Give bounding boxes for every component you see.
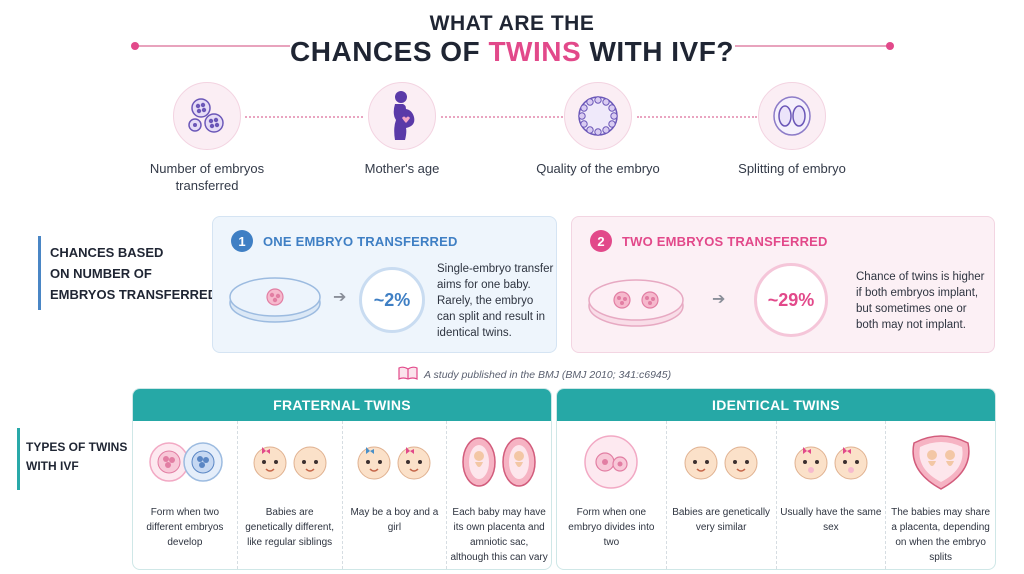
- fact-text: Babies are genetically different, like r…: [245, 507, 334, 548]
- boy-and-girl-icon: [343, 429, 447, 495]
- panel-title: IDENTICAL TWINS: [557, 389, 995, 421]
- fact-text: The babies may share a placenta, dependi…: [891, 507, 991, 563]
- fraternal-twins-panel: FRATERNAL TWINS Form when two different …: [132, 388, 552, 570]
- panel-title: FRATERNAL TWINS: [133, 389, 551, 421]
- card-title: TWO EMBRYOS TRANSFERRED: [622, 233, 828, 249]
- factor-connector: [441, 116, 563, 118]
- two-embryos-icon: [133, 429, 237, 495]
- factor-mothers-age: Mother's age: [327, 82, 477, 177]
- one-embryo-card: 1 ONE EMBRYO TRANSFERRED ➔ ~2% Single-em…: [212, 216, 557, 353]
- chances-section-label: CHANCES BASED ON NUMBER OF EMBRYOS TRANS…: [50, 245, 218, 302]
- dividing-embryo-icon: [557, 429, 666, 495]
- percent-circle: ~29%: [754, 263, 828, 337]
- fraternal-fact: Babies are genetically different, like r…: [238, 421, 343, 569]
- factor-quality-of-embryo: Quality of the embryo: [523, 82, 673, 177]
- factor-splitting-of-embryo: Splitting of embryo: [717, 82, 867, 177]
- section-marker: [17, 428, 20, 490]
- factor-connector: [245, 116, 363, 118]
- splitting-embryo-icon: [758, 82, 826, 150]
- factor-connector: [637, 116, 757, 118]
- title-line-2: CHANCES OF TWINS WITH IVF?: [290, 36, 734, 67]
- same-sex-babies-icon: [777, 429, 886, 495]
- card-description: Chance of twins is higher if both embryo…: [856, 271, 985, 331]
- card-title: ONE EMBRYO TRANSFERRED: [263, 233, 458, 249]
- title-accent: TWINS: [488, 36, 582, 67]
- similar-babies-icon: [667, 429, 776, 495]
- card-header: 1 ONE EMBRYO TRANSFERRED: [231, 230, 458, 252]
- title-decoration-right: [735, 45, 890, 47]
- identical-fact: Babies are genetically very similar: [667, 421, 777, 569]
- identical-fact: Usually have the same sex: [777, 421, 887, 569]
- section-marker: [38, 236, 41, 310]
- percent-circle: ~2%: [359, 267, 425, 333]
- title-line-1: WHAT ARE THE: [429, 12, 595, 35]
- card-header: 2 TWO EMBRYOS TRANSFERRED: [590, 230, 828, 252]
- factor-label: Quality of the embryo: [536, 161, 660, 176]
- title-decoration-dot-right: [886, 42, 894, 50]
- card-description: Single-embryo transfer aims for one baby…: [437, 263, 554, 339]
- shared-placenta-icon: [886, 429, 995, 495]
- fraternal-fact: Each baby may have its own placenta and …: [447, 421, 551, 569]
- fact-text: Form when two different embryos develop: [146, 507, 224, 548]
- arrow-right-icon: ➔: [333, 289, 347, 306]
- fact-text: Usually have the same sex: [780, 507, 882, 533]
- fraternal-fact: Form when two different embryos develop: [133, 421, 238, 569]
- factor-number-of-embryos: Number of embryos transferred: [132, 82, 282, 194]
- pregnant-woman-icon: [368, 82, 436, 150]
- blastocyst-icon: [564, 82, 632, 150]
- identical-fact: Form when one embryo divides into two: [557, 421, 667, 569]
- step-number-badge: 1: [231, 230, 253, 252]
- two-babies-icon: [238, 429, 342, 495]
- fact-text: May be a boy and a girl: [350, 507, 439, 533]
- book-icon: [398, 366, 418, 383]
- identical-twins-panel: IDENTICAL TWINS Form when one embryo div…: [556, 388, 996, 570]
- fact-text: Babies are genetically very similar: [672, 507, 771, 533]
- fact-text: Each baby may have its own placenta and …: [450, 507, 548, 563]
- embryos-icon: [173, 82, 241, 150]
- separate-placentas-icon: [447, 429, 551, 495]
- identical-fact: The babies may share a placenta, dependi…: [886, 421, 995, 569]
- step-number-badge: 2: [590, 230, 612, 252]
- two-embryos-card: 2 TWO EMBRYOS TRANSFERRED ➔ ~29% Chance …: [571, 216, 995, 353]
- petri-dish-icon: [586, 275, 686, 334]
- arrow-right-icon: ➔: [712, 291, 726, 308]
- title-decoration-left: [135, 45, 290, 47]
- title-decoration-dot-left: [131, 42, 139, 50]
- factor-label: Number of embryos transferred: [149, 161, 265, 193]
- source-text: A study published in the BMJ (BMJ 2010; …: [424, 368, 672, 381]
- factor-label: Splitting of embryo: [738, 161, 846, 176]
- twin-types-section-label: TYPES OF TWINS WITH IVF: [26, 440, 128, 473]
- fraternal-fact: May be a boy and a girl: [343, 421, 448, 569]
- source-citation: A study published in the BMJ (BMJ 2010; …: [398, 366, 671, 383]
- petri-dish-icon: [227, 273, 323, 330]
- fact-text: Form when one embryo divides into two: [568, 507, 655, 548]
- factor-label: Mother's age: [364, 161, 440, 176]
